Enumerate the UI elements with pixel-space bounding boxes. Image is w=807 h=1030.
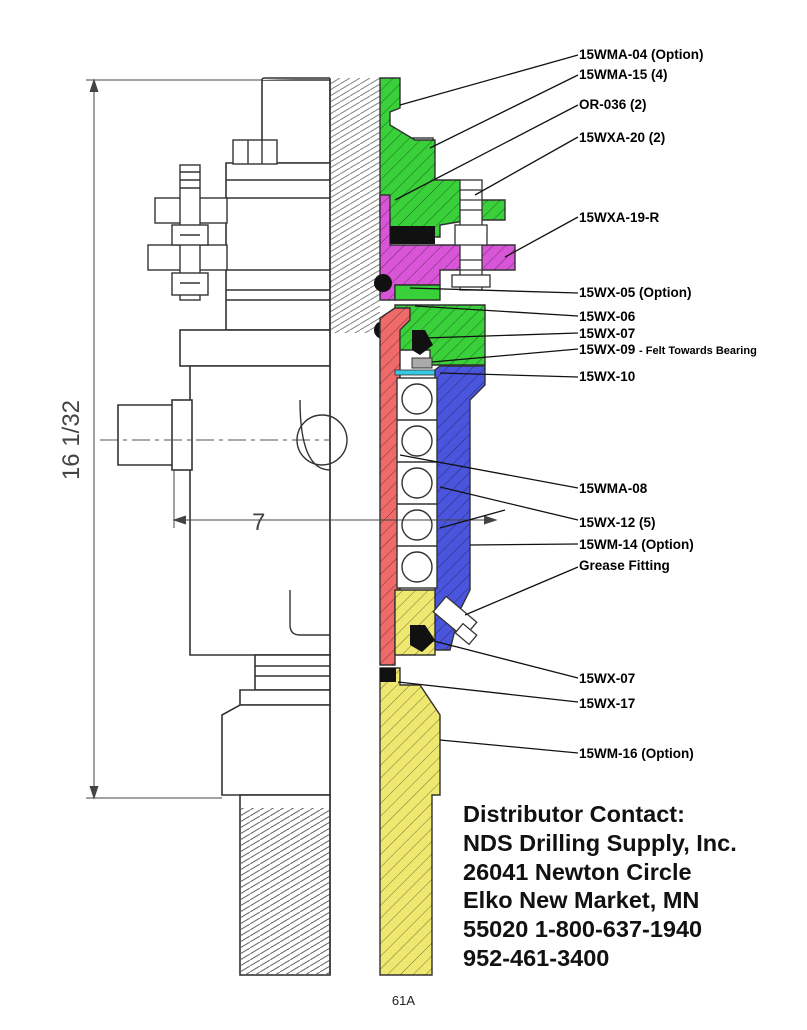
felt-09 xyxy=(411,357,433,369)
bearing-stack xyxy=(396,377,438,589)
dimension-lines xyxy=(86,78,498,800)
callout-15wxa-19-r: 15WXA-19-R xyxy=(579,210,660,225)
callout-15wx-06: 15WX-06 xyxy=(579,309,636,324)
page-number: 61A xyxy=(391,993,416,1008)
left-bolt xyxy=(147,164,228,301)
callout-15wx-07-lower: 15WX-07 xyxy=(579,671,636,686)
contact-line: 55020 1-800-637-1940 xyxy=(463,916,703,943)
cap-screw-left xyxy=(232,139,278,165)
callout-15wma-04: 15WMA-04 (Option) xyxy=(579,47,704,62)
callout-or-036: OR-036 (2) xyxy=(579,97,647,112)
o-ring-left xyxy=(374,274,392,292)
contact-line: Elko New Market, MN xyxy=(463,887,700,914)
callout-15wxa-20: 15WXA-20 (2) xyxy=(579,130,666,145)
seal-07-upper xyxy=(412,330,433,355)
callout-15wm-16: 15WM-16 (Option) xyxy=(579,746,694,761)
o-ring-upper xyxy=(390,226,435,244)
callout-15wx-09: 15WX-09 - Felt Towards Bearing xyxy=(579,343,757,357)
felt-note: - Felt Towards Bearing xyxy=(639,345,757,357)
callout-15wm-14: 15WM-14 (Option) xyxy=(579,537,694,552)
contact-line: 952-461-3400 xyxy=(463,944,610,971)
contact-line: NDS Drilling Supply, Inc. xyxy=(463,829,737,856)
callout-15wx-07-upper: 15WX-07 xyxy=(579,326,636,341)
callout-15wma-08: 15WMA-08 xyxy=(579,481,648,496)
callout-15wx-17: 15WX-17 xyxy=(579,696,636,711)
top-internal-thread xyxy=(330,78,380,333)
height-dimension: 16 1/32 xyxy=(58,400,85,480)
right-bolt xyxy=(451,179,491,291)
ring-10 xyxy=(394,369,441,376)
grease-fitting xyxy=(432,595,478,646)
seal-07-lower xyxy=(410,625,435,652)
callout-15wx-10: 15WX-10 xyxy=(579,369,636,384)
leader-lines xyxy=(394,54,579,754)
callout-15wx-05: 15WX-05 (Option) xyxy=(579,285,692,300)
callout-15wx-09-text: 15WX-09 xyxy=(579,342,636,357)
callout-15wx-12: 15WX-12 (5) xyxy=(579,515,656,530)
height-dimension-text: 16 1/32 xyxy=(58,399,85,481)
seal-17 xyxy=(380,668,396,682)
left-thread xyxy=(240,808,330,975)
callout-15wma-15: 15WMA-15 (4) xyxy=(579,67,668,82)
contact-line: Distributor Contact: xyxy=(463,801,685,827)
callout-grease-fitting: Grease Fitting xyxy=(579,558,670,573)
distributor-contact: Distributor Contact: NDS Drilling Supply… xyxy=(463,800,737,973)
width-dimension: 7 xyxy=(252,509,266,536)
contact-line: 26041 Newton Circle xyxy=(463,858,692,885)
